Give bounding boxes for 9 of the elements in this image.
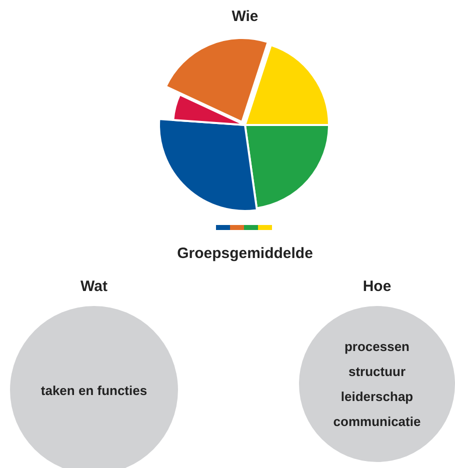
circle-text: communicatie [333, 414, 421, 429]
circle-text: leiderschap [340, 389, 414, 404]
chart-title: Wie [230, 8, 260, 25]
circle-text: taken en functies [40, 382, 148, 398]
node-heading: Wat [80, 278, 108, 295]
circle-text: processen [344, 339, 410, 354]
chart-caption: Groepsgemiddelde [176, 245, 314, 262]
node-heading: Hoe [362, 278, 392, 295]
circle-text: structuur [348, 364, 406, 379]
